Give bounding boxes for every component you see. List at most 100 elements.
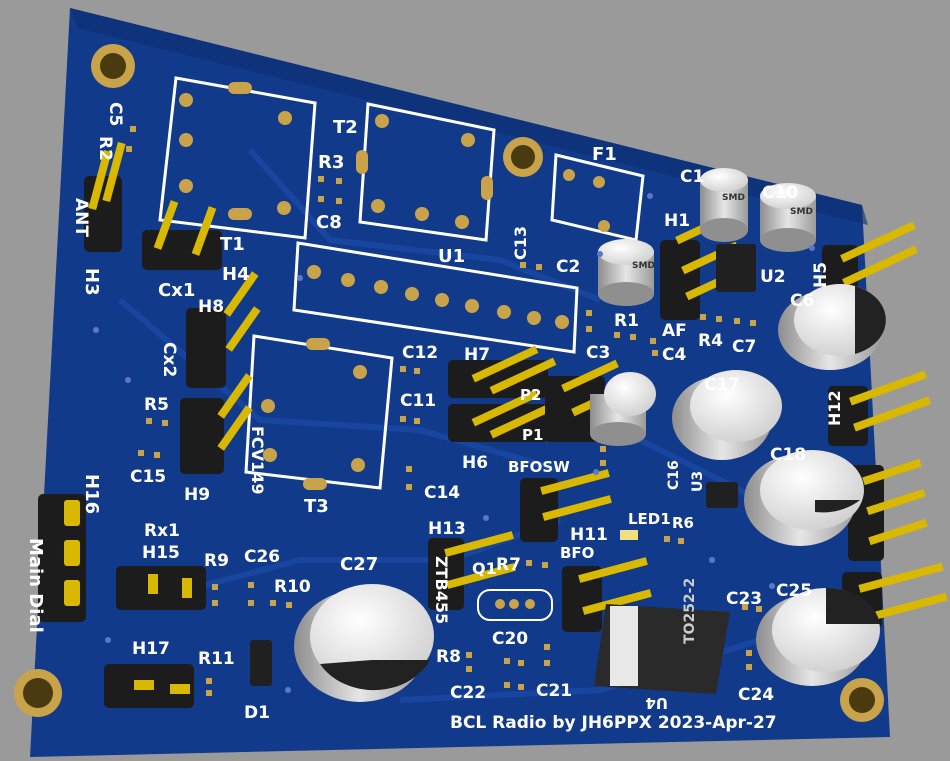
label-r4: R4 <box>698 331 723 351</box>
header-cx2 <box>186 271 261 388</box>
label-c13: C13 <box>511 226 530 260</box>
label-f1: F1 <box>592 144 617 165</box>
label-c21: C21 <box>536 681 572 701</box>
capacitor-c18 <box>744 450 864 546</box>
label-rx1: Rx1 <box>144 521 180 541</box>
transformer-t1 <box>158 76 317 240</box>
label-c10: C10 <box>762 183 798 203</box>
label-c3: C3 <box>586 343 610 363</box>
silkscreen-labels: C5 R2 ANT H3 T1 T2 R3 C8 U1 C13 F1 C1 C1… <box>25 102 844 733</box>
label-h9: H9 <box>184 485 210 505</box>
label-r8: R8 <box>436 647 461 667</box>
label-h11: H11 <box>570 525 608 545</box>
label-main-dial: Main Dial <box>25 538 46 633</box>
label-r9: R9 <box>204 551 229 571</box>
svg-text:SMD: SMD <box>632 261 655 271</box>
label-cx2: Cx2 <box>159 342 179 377</box>
label-c16: C16 <box>666 460 682 490</box>
footer-text: BCL Radio by JH6PPX 2023-Apr-27 <box>450 713 777 733</box>
label-c2: C2 <box>556 257 580 277</box>
vias <box>93 193 815 693</box>
header-main-dial <box>38 494 86 622</box>
label-c22: C22 <box>450 683 486 703</box>
capacitor-c27 <box>294 584 434 702</box>
label-d1: D1 <box>244 703 270 723</box>
label-c15: C15 <box>130 467 166 487</box>
diode-d1 <box>250 640 272 686</box>
label-u3: U3 <box>690 471 706 492</box>
label-t2: T2 <box>333 117 358 138</box>
label-c24: C24 <box>738 685 774 705</box>
capacitor-c6 <box>778 284 886 370</box>
label-h4: H4 <box>222 264 250 285</box>
label-c23: C23 <box>726 589 762 609</box>
label-p1: P1 <box>522 426 543 444</box>
label-t1: T1 <box>220 234 245 255</box>
label-ztb455: ZTB455 <box>432 556 451 624</box>
header-rx2 <box>104 664 194 708</box>
label-h1: H1 <box>664 211 690 231</box>
label-c18: C18 <box>770 445 806 465</box>
label-c27: C27 <box>340 554 378 575</box>
label-c11: C11 <box>400 391 436 411</box>
label-c4: C4 <box>662 345 686 365</box>
label-h6: H6 <box>462 453 488 473</box>
label-h7: H7 <box>464 345 490 365</box>
capacitor-c10: SMD <box>760 183 816 252</box>
label-bfosw: BFOSW <box>508 458 570 476</box>
capacitor-c9 <box>590 372 656 446</box>
label-r11: R11 <box>198 649 235 669</box>
label-r10: R10 <box>274 577 311 597</box>
label-led1: LED1 <box>628 510 671 528</box>
header-fcv <box>180 373 253 474</box>
label-t3: T3 <box>304 496 329 517</box>
svg-text:SMD: SMD <box>790 207 813 217</box>
ic-u1 <box>292 241 579 354</box>
label-c14: C14 <box>424 483 460 503</box>
label-c5: C5 <box>105 102 125 126</box>
label-r7: R7 <box>496 555 521 575</box>
header-h3 <box>84 141 126 252</box>
label-fcv149: FCV149 <box>248 426 267 494</box>
capacitor-c1: SMD <box>700 168 748 242</box>
label-u2: U2 <box>760 267 786 287</box>
pin-headers <box>38 141 948 708</box>
label-to252: TO252-2 <box>682 578 698 644</box>
header-bfosw <box>520 469 612 542</box>
label-r5: R5 <box>144 395 169 415</box>
label-ant: ANT <box>71 198 91 237</box>
label-c25: C25 <box>776 581 812 601</box>
transformer-t3 <box>244 334 394 490</box>
capacitor-c2: SMD <box>598 239 655 306</box>
label-h16: H16 <box>81 474 102 514</box>
label-bfo: BFO <box>560 544 594 562</box>
header-h7-h6 <box>448 345 557 442</box>
label-r3: R3 <box>318 152 344 173</box>
electrolytic-capacitors: SMD SMD SMD <box>294 168 886 702</box>
board-edge <box>70 8 868 225</box>
label-h5: H5 <box>811 262 831 288</box>
label-r6: R6 <box>672 514 694 532</box>
transformer-t2 <box>356 102 496 242</box>
label-q1: Q1 <box>472 559 497 578</box>
label-af: AF <box>662 321 687 341</box>
label-p2: P2 <box>520 386 541 404</box>
label-c6: C6 <box>790 291 814 311</box>
svg-text:SMD: SMD <box>722 193 745 203</box>
label-cx1: Cx1 <box>158 280 195 301</box>
header-ztb <box>428 531 516 610</box>
led1 <box>620 530 638 540</box>
label-c17: C17 <box>704 375 740 395</box>
label-c20: C20 <box>492 629 528 649</box>
label-r1: R1 <box>614 311 639 331</box>
ic-u2 <box>716 244 756 292</box>
capacitor-c25 <box>756 587 880 686</box>
header-rx1 <box>116 566 206 610</box>
label-h8: H8 <box>198 297 224 317</box>
header-h12 <box>828 370 931 446</box>
label-c12: C12 <box>402 343 438 363</box>
header-cx1 <box>142 200 222 270</box>
label-h13: H13 <box>428 519 466 539</box>
